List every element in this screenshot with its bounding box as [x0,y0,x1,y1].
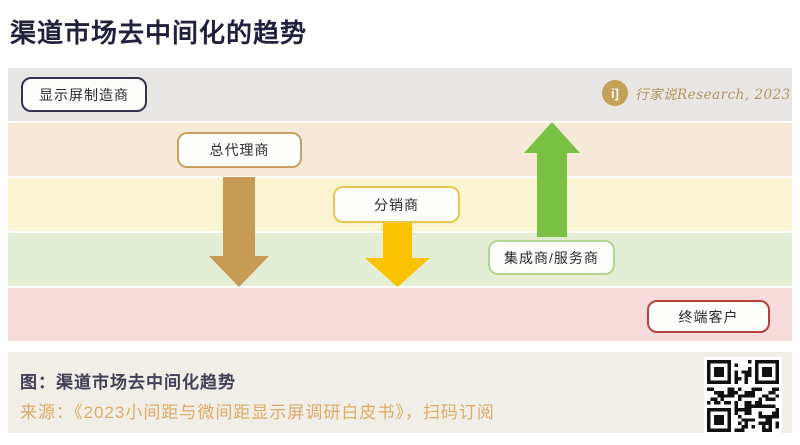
node-label: 总代理商 [209,142,270,158]
brand-watermark-text: 行家说Research, 2023 [635,87,791,103]
node-label: 分销商 [374,196,419,213]
brand-watermark: i] 行家说Research, 2023 [602,80,791,106]
node-general-agent: 总代理商 [177,132,302,168]
page-title: 渠道市场去中间化的趋势 [10,18,308,48]
node-display-manufacturer: 显示屏制造商 [21,77,147,112]
brand-logo-icon: i] [602,80,628,106]
qr-code [704,357,782,435]
down-arrow-icon [209,177,269,287]
down-arrow-icon [365,223,430,287]
node-end-customer: 终端客户 [647,300,770,333]
band-general-agent [8,123,792,176]
node-label: 终端客户 [678,308,739,325]
source-caption: 来源：《2023小间距与微间距显示屏调研白皮书》，扫码订阅 [20,403,495,422]
node-integrator-service: 集成商/服务商 [488,240,615,275]
figure-caption: 图：渠道市场去中间化趋势 [20,373,236,392]
node-label: 集成商/服务商 [504,249,599,266]
up-arrow-icon [524,122,580,237]
caption-panel: 图：渠道市场去中间化趋势 来源：《2023小间距与微间距显示屏调研白皮书》，扫码… [8,352,792,435]
node-distributor: 分销商 [333,186,460,223]
node-label: 显示屏制造商 [39,86,129,103]
